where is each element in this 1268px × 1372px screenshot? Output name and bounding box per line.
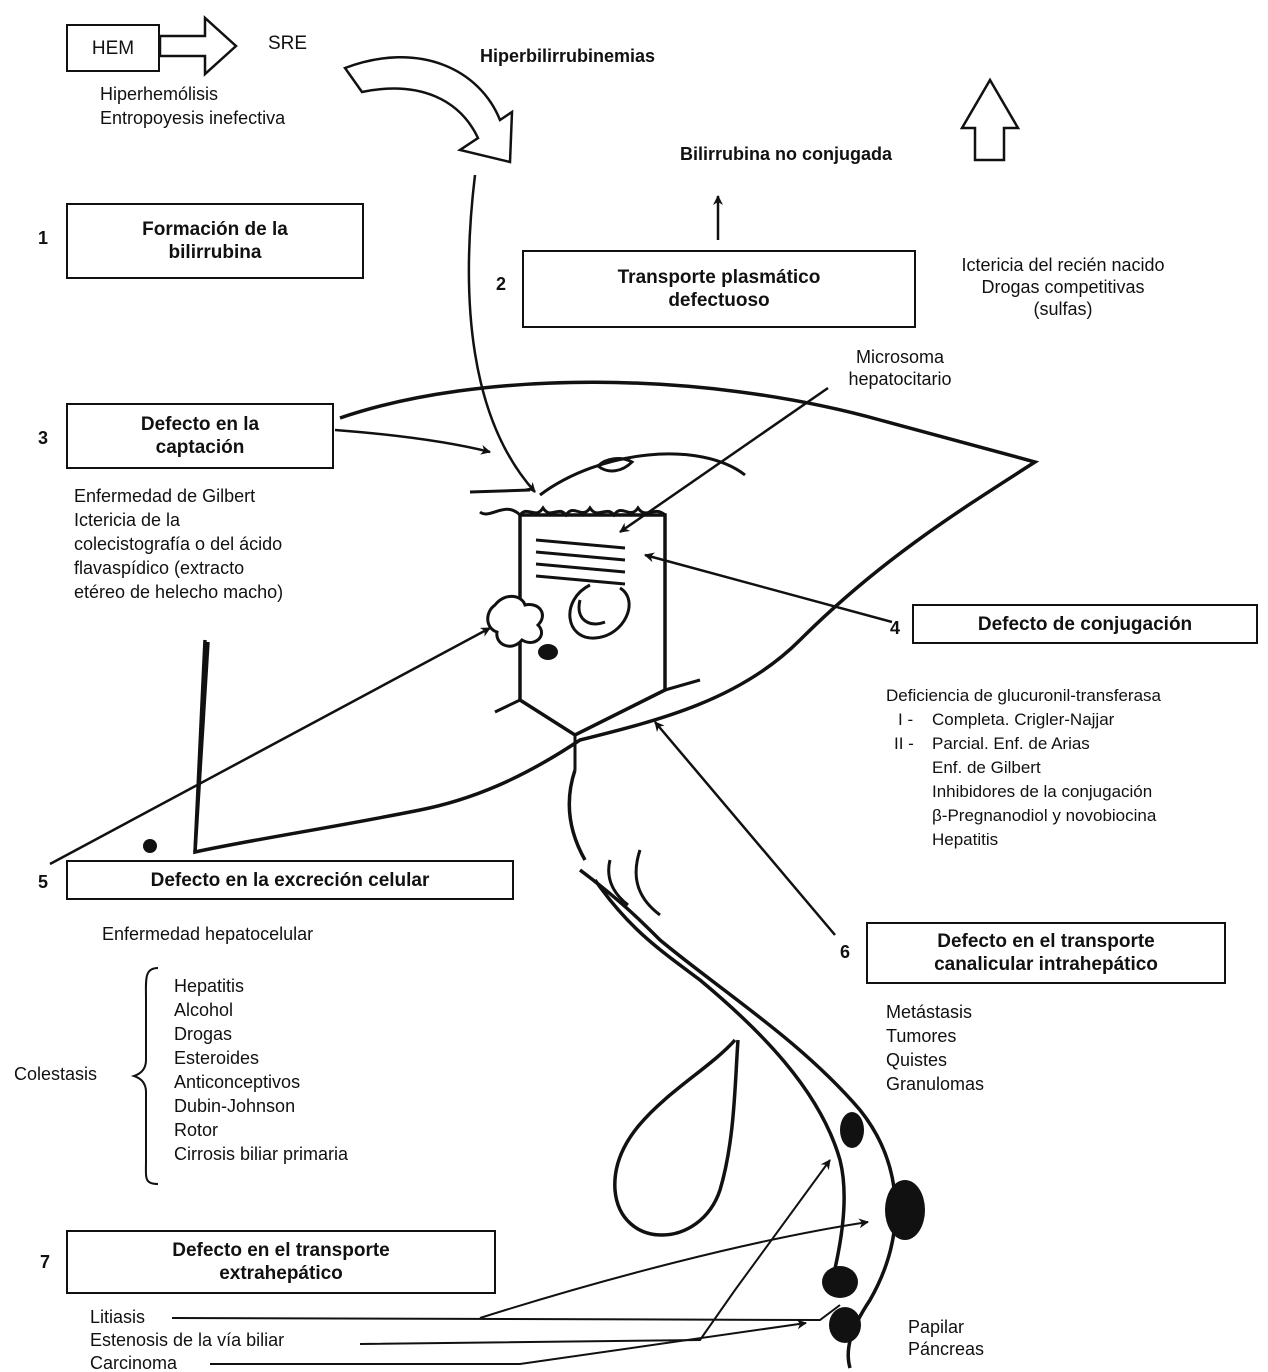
- sre-curved-arrow: [343, 56, 514, 164]
- step-5-number: 5: [38, 872, 49, 892]
- step-4-number: 4: [890, 618, 901, 638]
- arrow-3-to-cell: [334, 428, 491, 455]
- stone-2: [885, 1180, 925, 1240]
- organelle: [595, 457, 635, 473]
- arrow-litiasis: [171, 1304, 841, 1322]
- arrow-microsome: [619, 386, 829, 534]
- stone-1: [840, 1112, 864, 1148]
- nucleus-dot: [538, 644, 558, 660]
- colestasis-brace: [130, 967, 159, 1185]
- hem-box: HEM: [66, 24, 160, 72]
- box5-head: Enfermedad hepatocelular: [102, 924, 314, 944]
- arrow-5-to-cell: [49, 626, 491, 866]
- golgi: [568, 583, 631, 640]
- arrow-carcinoma: [210, 1319, 807, 1365]
- unconjugated-label: Bilirrubina no conjugada: [680, 144, 893, 164]
- stone-4: [829, 1307, 861, 1343]
- colestasis-label: Colestasis: [14, 1064, 98, 1084]
- arrow-sre-to-cell: [467, 174, 536, 493]
- liver-upper-edge: [539, 452, 746, 497]
- vesicle: [486, 594, 544, 648]
- diagram-title: Hiperbilirrubinemias: [480, 46, 656, 66]
- step-3-number: 3: [38, 428, 49, 448]
- microsome-lines: [535, 538, 626, 586]
- arrow-estenosis: [359, 1159, 831, 1345]
- arrow-5-line-up: [193, 641, 210, 853]
- box-conjugacion: Defecto de conjugación: [912, 604, 1258, 644]
- step-1-number: 1: [38, 228, 49, 248]
- arrow-litiasis-2: [479, 1218, 869, 1319]
- stone-3: [822, 1266, 858, 1298]
- gallbladder: [613, 1038, 740, 1237]
- up-hollow-arrow: [959, 77, 1021, 162]
- bile-duct: [567, 769, 898, 1369]
- arrow-6-to-cell: [654, 721, 836, 936]
- small-dot: [143, 839, 157, 853]
- arrow-4-to-cell: [644, 552, 893, 624]
- step-2-number: 2: [496, 274, 507, 294]
- liver-outline: [193, 380, 1040, 855]
- sre-label: SRE: [268, 33, 308, 54]
- hem-arrow: [158, 15, 238, 77]
- hem-causes: Hiperhemólisis Entropoyesis inefectiva: [100, 84, 286, 128]
- box-excrecion: Defecto en la excreción celular: [66, 860, 514, 900]
- step-6-number: 6: [840, 942, 851, 962]
- step-7-number: 7: [40, 1252, 51, 1272]
- box4-causes: Deficiencia de glucuronil-transferasa I …: [886, 686, 1161, 849]
